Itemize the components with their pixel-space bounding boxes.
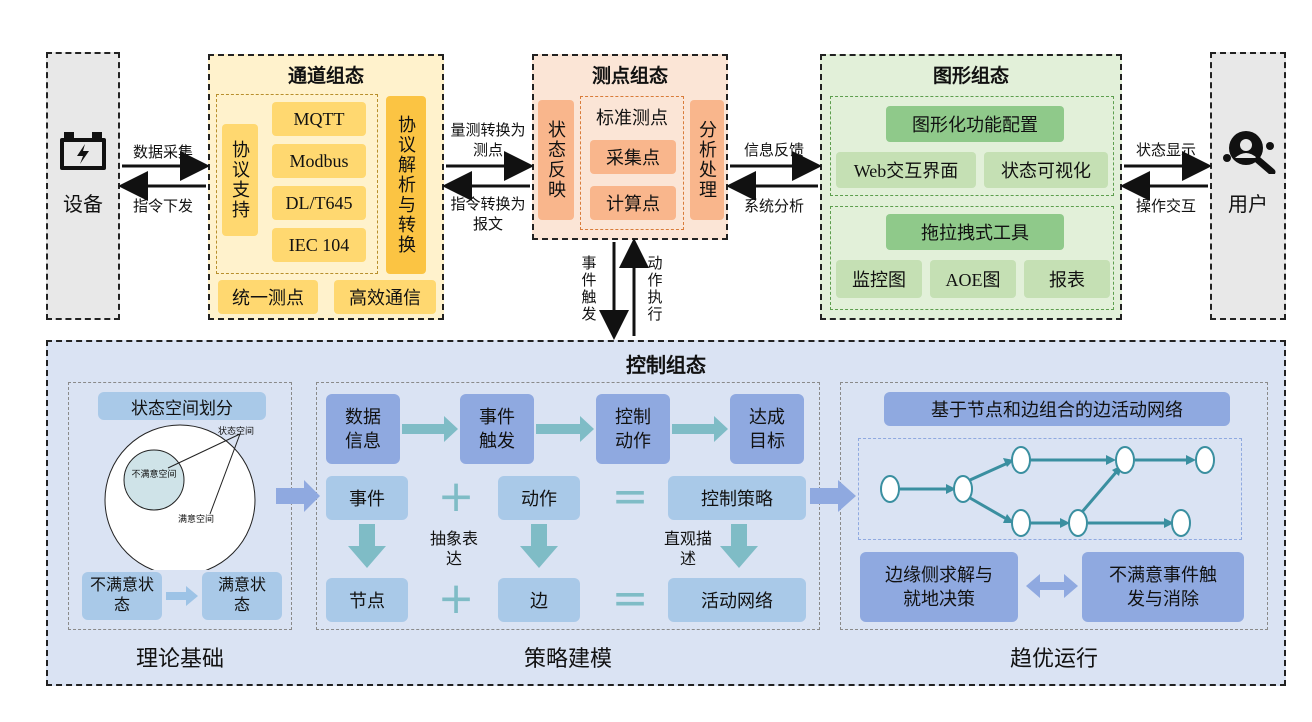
- equals-sign: =: [611, 572, 649, 624]
- action-box: 动作: [498, 476, 580, 520]
- state-feedback: 状态反映: [538, 100, 574, 220]
- label-cmd-send: 指令下发: [132, 198, 193, 215]
- label-state-display: 状态显示: [1135, 142, 1196, 159]
- graphic-upper-frame: [830, 96, 1114, 196]
- protocol-item: DL/T645: [272, 186, 366, 220]
- label-event-trigger: 事件触发: [579, 255, 596, 323]
- event-box: 事件: [326, 476, 408, 520]
- user-label: 用户: [1228, 193, 1268, 216]
- abstract-label: 抽象表达: [430, 531, 479, 568]
- device-label: 设备: [63, 193, 103, 216]
- web-ui: Web交互界面: [836, 152, 976, 188]
- efficient-comm: 高效通信: [334, 280, 436, 314]
- flow-step: 达成目标: [730, 394, 804, 464]
- flow-step: 控制动作: [596, 394, 670, 464]
- collect-points: 采集点: [590, 140, 676, 174]
- network-frame: [858, 438, 1242, 540]
- label-data-collect: 数据采集: [132, 144, 193, 161]
- state-space-diagram: [92, 420, 282, 570]
- label-info-feedback: 信息反馈: [743, 142, 804, 159]
- drag-tool: 拖拉拽式工具: [886, 214, 1064, 250]
- sat-space-label: 满意空间: [178, 514, 215, 524]
- theory-caption: 理论基础: [135, 646, 224, 671]
- flow-step: 事件触发: [460, 394, 534, 464]
- unified-points: 统一测点: [218, 280, 318, 314]
- label-sys-analysis: 系统分析: [743, 198, 804, 215]
- optimal-caption: 趋优运行: [1009, 646, 1098, 671]
- network-box: 活动网络: [668, 578, 806, 622]
- theory-heading: 状态空间划分: [98, 392, 266, 420]
- device-panel: [46, 52, 120, 320]
- optimal-heading: 基于节点和边组合的边活动网络: [884, 392, 1230, 426]
- label-cmd-convert: 指令转换为报文: [450, 197, 526, 233]
- label-op-interact: 操作交互: [1135, 198, 1196, 215]
- node-box: 节点: [326, 578, 408, 622]
- standard-points-frame: [580, 96, 684, 230]
- protocol-item: Modbus: [272, 144, 366, 178]
- policy-box: 控制策略: [668, 476, 806, 520]
- control-title: 控制组态: [626, 354, 706, 377]
- equals-sign: =: [611, 470, 649, 522]
- label-action-exec: 动作执行: [645, 255, 662, 323]
- user-panel: [1210, 52, 1286, 320]
- func-config: 图形化功能配置: [886, 106, 1064, 142]
- graphic-title: 图形组态: [932, 65, 1009, 87]
- channel-title: 通道组态: [287, 65, 364, 87]
- unsat-space-label: 不满意空间: [131, 468, 177, 479]
- plus-sign: +: [437, 572, 475, 624]
- parse-convert: 协议解析与转换: [386, 96, 426, 274]
- protocol-support: 协议支持: [222, 124, 258, 236]
- sat-state: 满意状态: [202, 572, 282, 620]
- point-title: 测点组态: [591, 65, 668, 87]
- theory-frame: [68, 382, 292, 630]
- unsat-event-box: 不满意事件触发与消除: [1082, 552, 1244, 622]
- state-visual: 状态可视化: [984, 152, 1108, 188]
- report: 报表: [1024, 260, 1110, 298]
- intuitive-label: 直观描述: [664, 531, 713, 568]
- flow-step: 数据信息: [326, 394, 400, 464]
- label-meas-convert: 量测转换为测点: [450, 123, 526, 159]
- analysis: 分析处理: [690, 100, 724, 220]
- plus-sign: +: [437, 470, 475, 522]
- monitor: 监控图: [836, 260, 922, 298]
- calc-points: 计算点: [590, 186, 676, 220]
- strategy-frame: [316, 382, 820, 630]
- graphic-lower-frame: [830, 206, 1114, 310]
- channel-inner-frame: [216, 94, 378, 274]
- user-search-icon: [1222, 128, 1276, 174]
- aoe: AOE图: [930, 260, 1016, 298]
- edge-solve-box: 边缘侧求解与就地决策: [860, 552, 1018, 622]
- unsat-state: 不满意状态: [82, 572, 162, 620]
- protocol-item: MQTT: [272, 102, 366, 136]
- strategy-caption: 策略建模: [523, 646, 612, 671]
- state-space-label: 状态空间: [218, 426, 255, 436]
- protocol-item: IEC 104: [272, 228, 366, 262]
- standard-points: 标准测点: [596, 108, 668, 128]
- battery-icon: [58, 130, 108, 172]
- edge-box: 边: [498, 578, 580, 622]
